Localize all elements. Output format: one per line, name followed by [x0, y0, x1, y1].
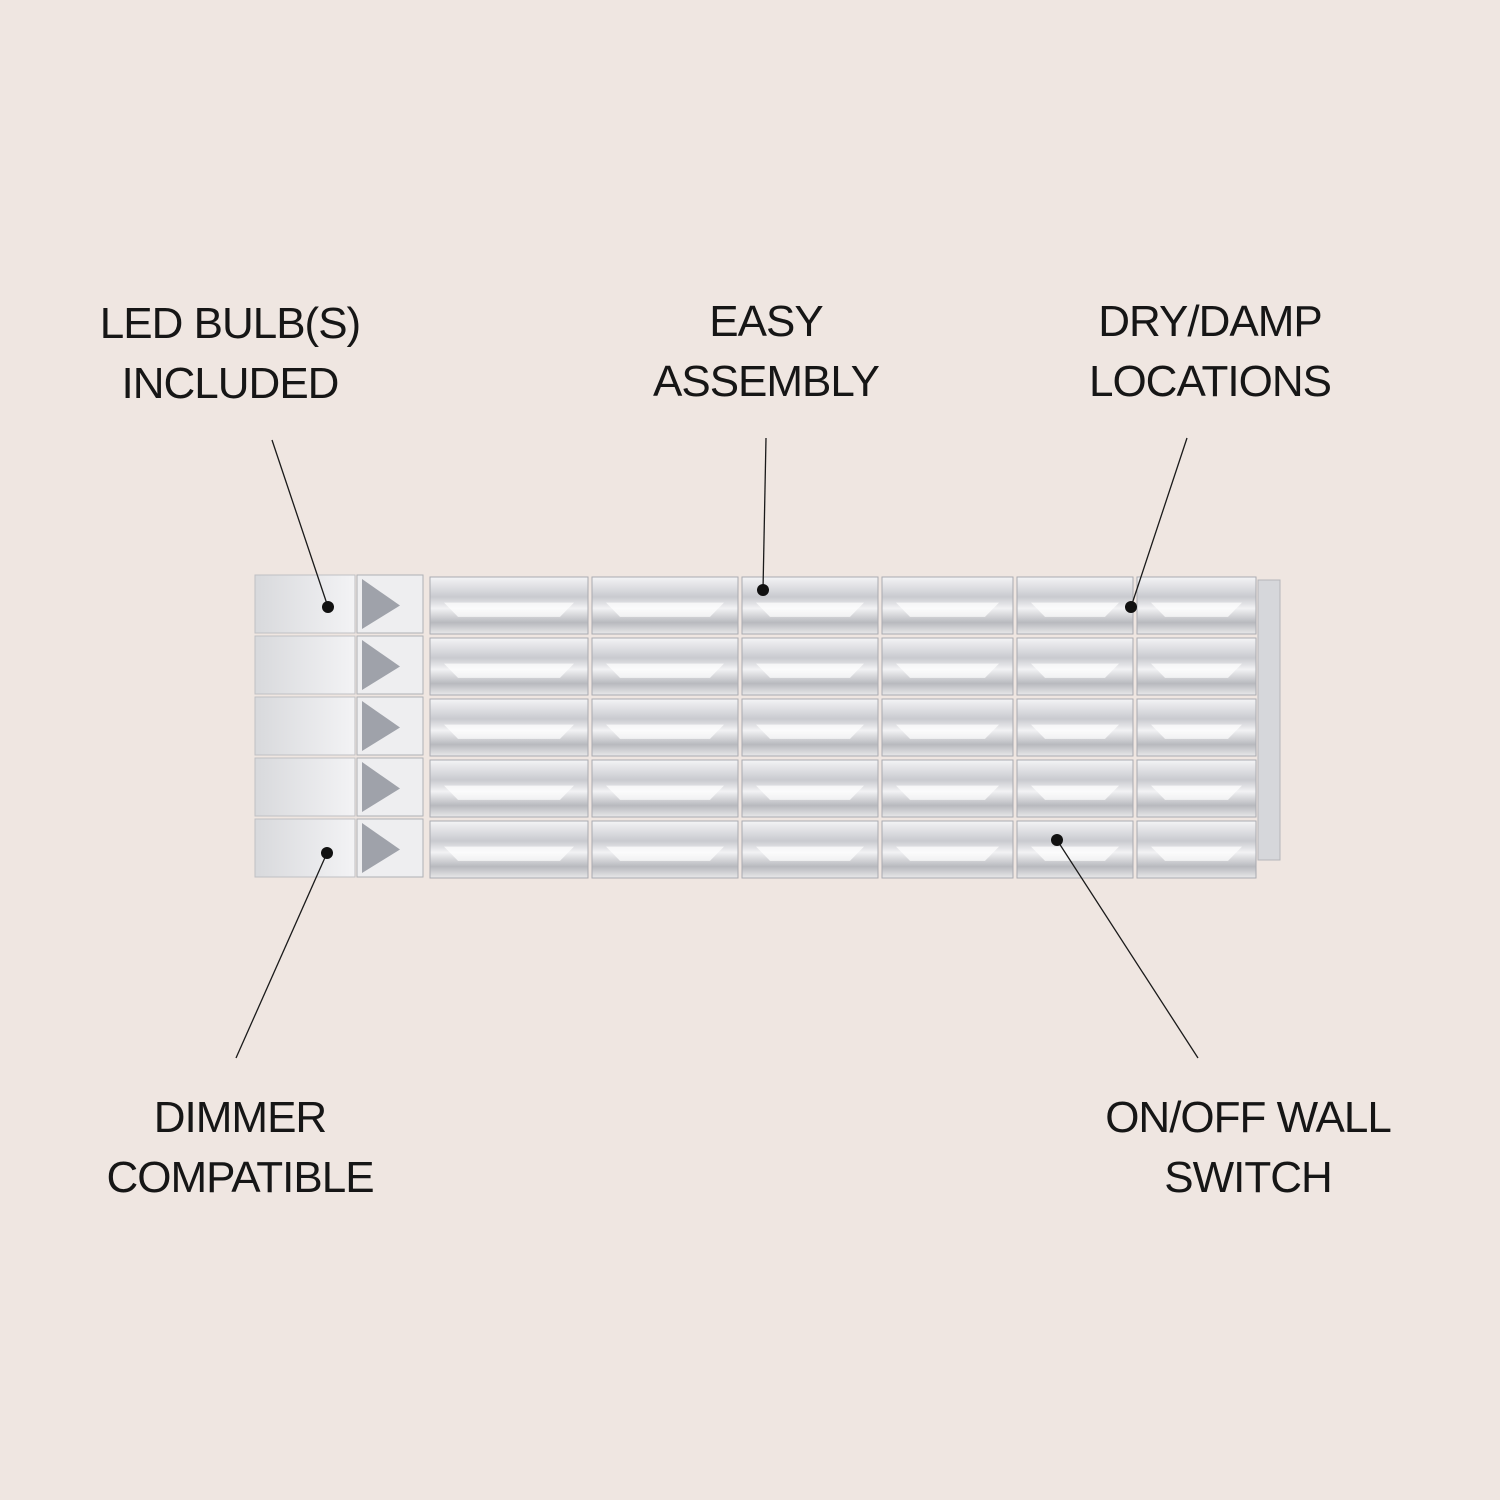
- leader-lines-group: [235, 437, 1199, 1059]
- feature-line: LOCATIONS: [1088, 357, 1332, 406]
- leader-location-line: [1130, 437, 1188, 608]
- prism-highlight: [756, 724, 864, 739]
- crystal-side-prism: [254, 635, 356, 695]
- crystal-side-prism: [254, 757, 356, 817]
- crystal-side-prism: [254, 818, 356, 878]
- leader-assembly-line: [762, 437, 767, 591]
- fixture-group: [254, 574, 1281, 879]
- prism-highlight: [756, 602, 864, 617]
- prism-highlight: [1031, 724, 1119, 739]
- feature-line: EASY: [709, 297, 823, 346]
- feature-line: ON/OFF WALL: [1105, 1093, 1392, 1142]
- leader-switch-dot: [1051, 834, 1063, 846]
- crystal-right-edge: [1257, 579, 1281, 861]
- prism-highlight: [1151, 785, 1242, 800]
- prism-highlight: [1031, 663, 1119, 678]
- feature-on-off-wall-switch: ON/OFF WALL SWITCH: [1058, 1088, 1438, 1208]
- prism-highlight: [444, 785, 574, 800]
- prism-highlight: [606, 785, 724, 800]
- prism-highlight: [756, 663, 864, 678]
- diamond-facet: [362, 640, 400, 690]
- prism-highlight: [1151, 663, 1242, 678]
- prism-highlight: [606, 663, 724, 678]
- prism-highlight: [444, 602, 574, 617]
- prism-highlight: [756, 846, 864, 861]
- diamond-facet: [362, 823, 400, 873]
- feature-line: DRY/DAMP: [1098, 297, 1322, 346]
- feature-led-bulbs-included: LED BULB(S) INCLUDED: [60, 294, 400, 414]
- prism-highlight: [1031, 785, 1119, 800]
- leader-dimmer-line: [235, 852, 328, 1059]
- feature-dimmer-compatible: DIMMER COMPATIBLE: [70, 1088, 410, 1208]
- feature-line: COMPATIBLE: [106, 1153, 374, 1202]
- leader-switch-line: [1056, 839, 1199, 1059]
- prism-highlight: [896, 724, 999, 739]
- diamond-facet: [362, 701, 400, 751]
- prism-highlight: [896, 785, 999, 800]
- feature-line: LED BULB(S): [99, 299, 361, 348]
- prism-highlight: [1031, 602, 1119, 617]
- prism-highlight: [756, 785, 864, 800]
- feature-line: DIMMER: [153, 1093, 327, 1142]
- leader-led-dot: [322, 601, 334, 613]
- feature-dry-damp-locations: DRY/DAMP LOCATIONS: [1040, 292, 1380, 412]
- leader-location-dot: [1125, 601, 1137, 613]
- diamond-facet: [362, 762, 400, 812]
- crystal-side-prism: [254, 696, 356, 756]
- prism-highlight: [606, 724, 724, 739]
- feature-line: SWITCH: [1164, 1153, 1333, 1202]
- prism-highlight: [606, 846, 724, 861]
- feature-line: ASSEMBLY: [653, 357, 880, 406]
- diamond-facet: [362, 579, 400, 629]
- leader-dimmer-dot: [321, 847, 333, 859]
- prism-highlight: [444, 724, 574, 739]
- prism-highlight: [444, 846, 574, 861]
- prism-highlight: [896, 663, 999, 678]
- prism-highlight: [1031, 846, 1119, 861]
- prism-highlight: [896, 846, 999, 861]
- prism-highlight: [1151, 602, 1242, 617]
- crystal-side-prism: [254, 574, 356, 634]
- leader-assembly-dot: [757, 584, 769, 596]
- prism-highlight: [444, 663, 574, 678]
- prism-highlight: [606, 602, 724, 617]
- prism-highlight: [1151, 846, 1242, 861]
- prism-highlight: [1151, 724, 1242, 739]
- feature-easy-assembly: EASY ASSEMBLY: [596, 292, 936, 412]
- leader-led-line: [271, 439, 329, 608]
- prism-highlight: [896, 602, 999, 617]
- feature-line: INCLUDED: [121, 359, 340, 408]
